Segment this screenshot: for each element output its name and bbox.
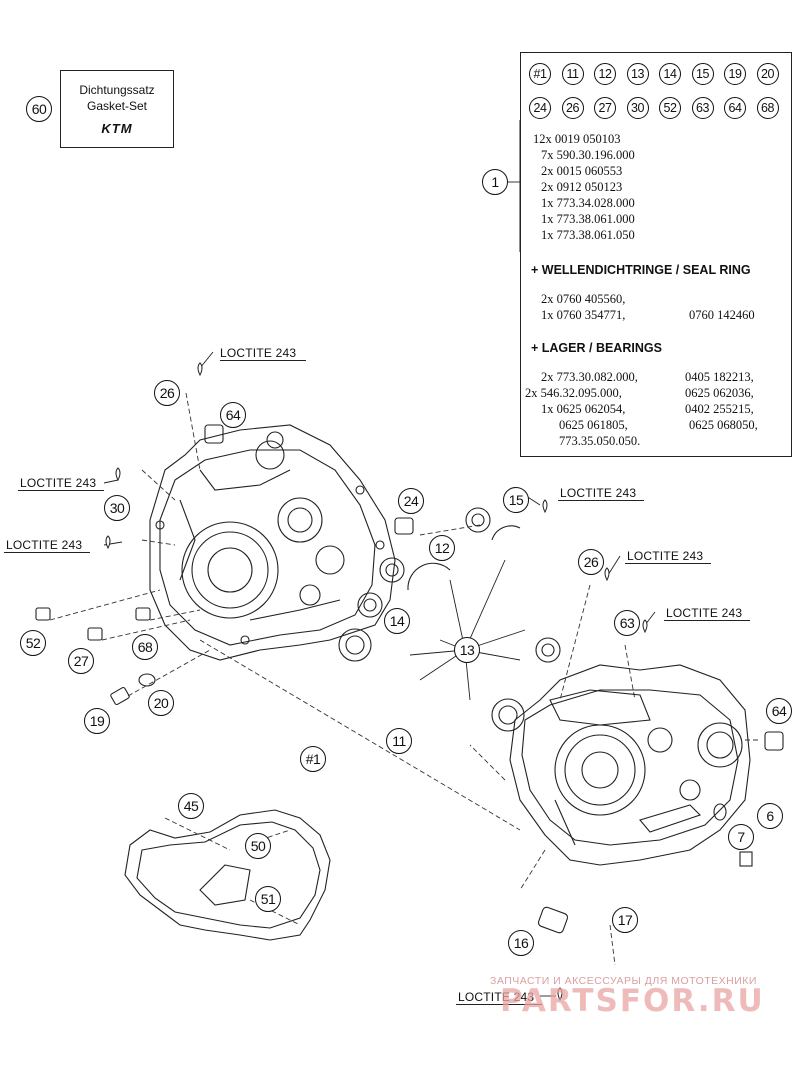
seal-ring-line-2b: 0760 142460 — [689, 308, 755, 322]
callout-11: 11 — [386, 728, 412, 754]
kit-part-number: 2x 0912 050123 — [541, 180, 623, 194]
callout-30: 30 — [104, 495, 130, 521]
callout-15: 15 — [503, 487, 529, 513]
callout-17: 17 — [612, 907, 638, 933]
kit-part-number: 1x 773.38.061.000 — [541, 212, 635, 226]
callout-63: 63 — [614, 610, 640, 636]
loctite-label-2: LOCTITE 243 — [20, 476, 97, 490]
callout-6: 6 — [757, 803, 783, 829]
kit-included-part: 68 — [756, 97, 779, 119]
kit-part-number: 7x 590.30.196.000 — [541, 148, 635, 162]
callout-16: 16 — [508, 930, 534, 956]
loctite-label-5: LOCTITE 243 — [627, 549, 704, 563]
kit-included-part: 26 — [561, 97, 584, 119]
loctite-label-6: LOCTITE 243 — [666, 606, 743, 620]
kit-included-part: 12 — [594, 63, 616, 85]
kit-included-part: 11 — [561, 63, 584, 85]
callout-52: 52 — [20, 630, 46, 656]
kit-included-part: 52 — [659, 97, 681, 119]
gasket-outline — [124, 809, 331, 941]
loctite-label-4: LOCTITE 243 — [560, 486, 637, 500]
kit-included-part: 13 — [626, 63, 649, 85]
kit-included-part: 27 — [594, 97, 616, 119]
callout-assembly-1: #1 — [300, 746, 326, 772]
callout-12: 12 — [429, 535, 455, 561]
kit-included-part: 19 — [724, 63, 746, 85]
callout-24: 24 — [398, 488, 424, 514]
bearing-part-number: 1x 0625 062054, — [541, 402, 626, 416]
callout-13: 13 — [454, 637, 480, 663]
watermark-site: PARTSFOR.RU — [500, 983, 765, 1019]
loctite-label-7: LOCTITE 243 — [458, 990, 535, 1004]
left-crankcase-outline — [149, 424, 396, 661]
callout-26-right: 26 — [578, 549, 604, 575]
callout-27: 27 — [68, 648, 94, 674]
bearing-part-number: 2x 773.30.082.000, — [541, 370, 638, 384]
kit-part-number: 1x 773.34.028.000 — [541, 196, 635, 210]
kit-included-part: 64 — [724, 97, 746, 119]
bearing-part-number: 773.35.050.050. — [559, 434, 641, 448]
callout-7: 7 — [728, 824, 754, 850]
callout-19: 19 — [84, 708, 110, 734]
kit-included-part: 30 — [626, 97, 649, 119]
bearing-part-number: 0625 062036, — [685, 386, 754, 400]
watermark-tagline: ЗАПЧАСТИ И АКСЕССУАРЫ ДЛЯ МОТОТЕХНИКИ — [490, 975, 757, 987]
kit-included-part: 24 — [529, 97, 551, 119]
ktm-logo: KTM — [101, 121, 133, 136]
bearing-part-number: 2x 546.32.095.000, — [525, 386, 622, 400]
right-crankcase-outline — [509, 664, 751, 866]
callout-64-right: 64 — [766, 698, 792, 724]
bearing-part-number: 0405 182213, — [685, 370, 754, 384]
bearing-part-number: 0402 255215, — [685, 402, 754, 416]
kit-included-part: 63 — [691, 97, 714, 119]
kit-included-part: 20 — [756, 63, 779, 85]
seal-ring-heading: + WELLENDICHTRINGE / SEAL RING — [531, 263, 751, 277]
callout-1: 1 — [482, 169, 508, 195]
kit-part-number: 2x 0015 060553 — [541, 164, 623, 178]
gasket-set-label-de: Dichtungssatz — [79, 83, 155, 97]
bearings-heading: + LAGER / BEARINGS — [531, 341, 662, 355]
kit-part-number: 12x 0019 050103 — [533, 132, 621, 146]
kit-part-number: 1x 773.38.061.050 — [541, 228, 635, 242]
crankcase-kit-box: #1 11 12 13 14 15 19 20 24 26 27 30 52 63 64 68 12x 00… — [520, 52, 792, 457]
callout-60: 60 — [26, 96, 52, 122]
kit-included-part: #1 — [529, 63, 551, 85]
callout-20: 20 — [148, 690, 174, 716]
bearing-part-number: 0625 061805, — [559, 418, 628, 432]
callout-68: 68 — [132, 634, 158, 660]
kit-included-part: 14 — [659, 63, 681, 85]
seal-ring-line-2a: 1x 0760 354771, — [541, 308, 626, 322]
loctite-label-3: LOCTITE 243 — [6, 538, 83, 552]
callout-14: 14 — [384, 608, 410, 634]
callout-50: 50 — [245, 833, 271, 859]
seal-ring-line-1: 2x 0760 405560, — [541, 292, 626, 306]
callout-64: 64 — [220, 402, 246, 428]
gasket-set-box: Dichtungssatz Gasket-Set KTM — [60, 70, 174, 148]
callout-26: 26 — [154, 380, 180, 406]
callout-45: 45 — [178, 793, 204, 819]
callout-51: 51 — [255, 886, 281, 912]
bearing-part-number: 0625 068050, — [689, 418, 758, 432]
gasket-set-label-en: Gasket-Set — [86, 99, 148, 113]
kit-included-part: 15 — [691, 63, 714, 85]
loctite-label-1: LOCTITE 243 — [220, 346, 297, 360]
